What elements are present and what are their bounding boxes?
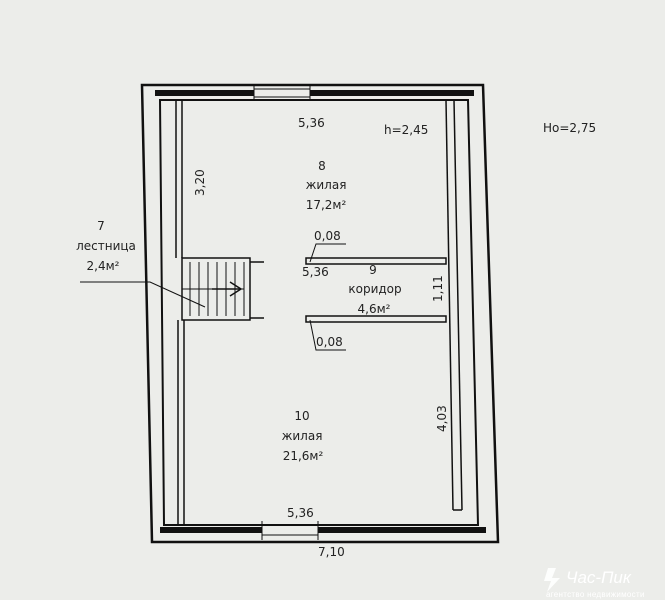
dim-bottom-inner: 5,36 (287, 506, 314, 520)
watermark-brand: Час-Пик (566, 568, 632, 587)
window-bottom (261, 521, 319, 540)
dim-corridor-width: 5,36 (302, 265, 329, 279)
left-wall-inner (175, 100, 185, 525)
room-9-area: 4,6м² (358, 302, 391, 316)
watermark-logo: Час-Пик агентство недвижимости (544, 568, 645, 599)
room-7-name: лестница (76, 239, 136, 253)
stair-leader-line (80, 281, 206, 308)
room-7-area: 2,4м² (87, 259, 120, 273)
room-10-name: жилая (282, 429, 323, 443)
room-8-name: жилая (306, 178, 347, 192)
inner-wall (158, 99, 480, 526)
stair-arrow-icon (212, 281, 243, 297)
room-9-name: коридор (348, 282, 401, 296)
room-10-number: 10 (294, 409, 309, 423)
partition-top (305, 257, 447, 265)
partition-bottom-leader (309, 319, 346, 351)
dim-partition-bottom: 0,08 (316, 335, 343, 349)
room-8-area: 17,2м² (306, 198, 347, 212)
watermark-tagline: агентство недвижимости (546, 590, 645, 599)
dim-bottom-outer: 7,10 (318, 545, 345, 559)
dim-top-inner: 5,36 (298, 116, 325, 130)
dim-corridor-right: 1,11 (431, 275, 445, 302)
height-outer-label: Ho=2,75 (543, 121, 596, 135)
outer-wall (140, 83, 500, 544)
room-7-number: 7 (97, 219, 105, 233)
window-top (253, 86, 311, 100)
dim-left: 3,20 (193, 169, 207, 196)
height-floor-label: h=2,45 (384, 123, 428, 137)
dim-partition-top: 0,08 (314, 229, 341, 243)
room-8-number: 8 (318, 159, 326, 173)
partition-top-leader (309, 243, 346, 263)
room-10-area: 21,6м² (283, 449, 324, 463)
room-9-number: 9 (369, 263, 377, 277)
lightning-icon (544, 568, 560, 592)
right-wall-inner (445, 99, 463, 511)
dim-right-lower: 4,03 (435, 405, 449, 432)
partition-bottom (305, 315, 447, 323)
